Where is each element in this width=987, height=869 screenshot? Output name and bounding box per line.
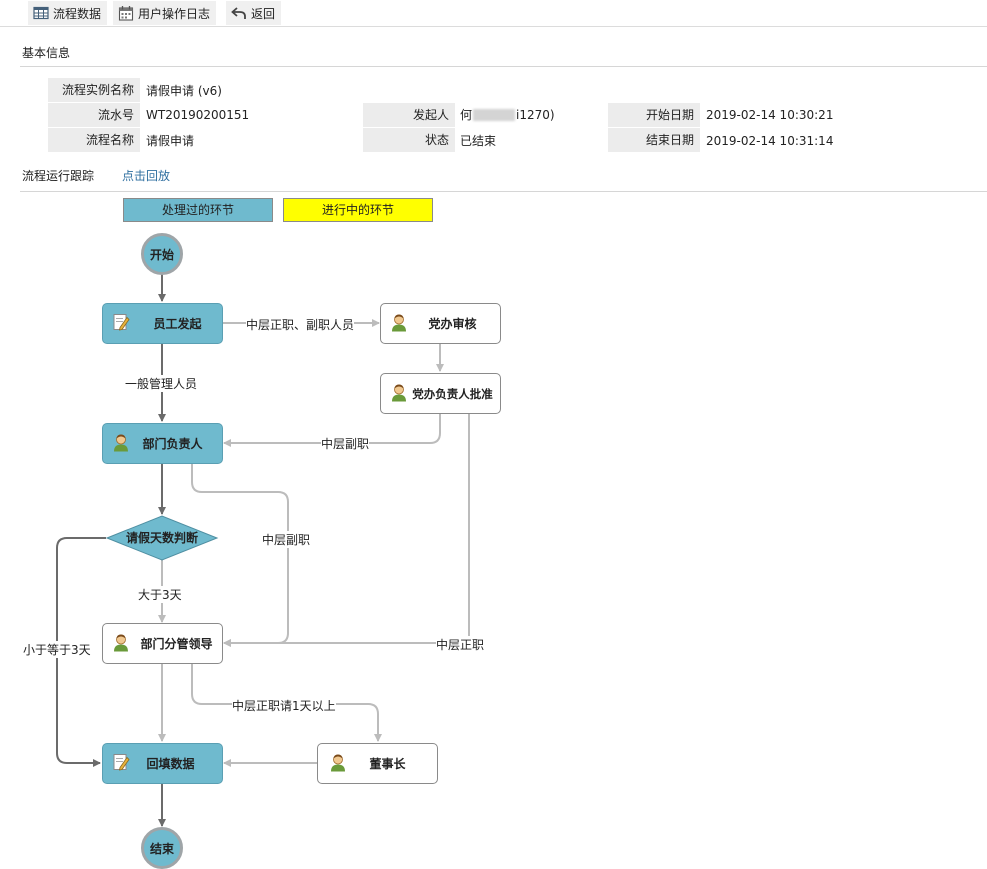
toolbar: 流程数据 用户操作日志 返回	[0, 0, 987, 27]
replay-link[interactable]: 点击回放	[122, 169, 171, 183]
edge-label-mid-chief-over-1: 中层正职请1天以上	[232, 697, 336, 714]
flow-data-button[interactable]: 流程数据	[28, 1, 108, 25]
edge-label-mid-level: 中层正职、副职人员	[246, 316, 355, 333]
node-staff-start[interactable]: 员工发起	[102, 303, 223, 344]
node-fill-back-label: 回填数据	[146, 757, 195, 771]
serial-value: WT20190200151	[146, 108, 250, 122]
start-label: 开始	[149, 247, 174, 262]
edge-label-le-3: 小于等于3天	[23, 641, 91, 658]
node-fill-back[interactable]: 回填数据	[102, 743, 223, 784]
end-date-value: 2019-02-14 10:31:14	[706, 134, 834, 148]
user-icon	[389, 382, 409, 405]
calendar-icon	[118, 6, 134, 21]
end-label: 结束	[149, 841, 174, 856]
edge-label-mid-chief: 中层正职	[436, 636, 485, 653]
end-date-label: 结束日期	[608, 128, 700, 152]
back-arrow-icon	[231, 7, 246, 19]
node-party-review[interactable]: 党办审核	[380, 303, 501, 344]
node-dept-head[interactable]: 部门负责人	[102, 423, 223, 464]
table-icon	[33, 6, 49, 20]
back-label: 返回	[251, 6, 276, 21]
node-chairman-label: 董事长	[369, 757, 406, 771]
edge-label-mid-deputy-a: 中层副职	[321, 435, 370, 452]
redacted-block	[473, 109, 516, 121]
flow-name-value: 请假申请	[146, 134, 195, 148]
edit-document-icon	[111, 752, 131, 775]
legend-in-progress: 进行中的环节	[283, 198, 433, 222]
tracking-title: 流程运行跟踪	[22, 169, 95, 183]
node-party-review-label: 党办审核	[428, 317, 477, 331]
node-staff-start-label: 员工发起	[153, 317, 202, 331]
edit-document-icon	[111, 312, 131, 335]
node-party-head-approve-label: 党办负责人批准	[412, 386, 493, 401]
initiator-tail: i1270)	[516, 108, 555, 122]
initiator-value: 何 i1270)	[460, 103, 555, 127]
start-date-value: 2019-02-14 10:30:21	[706, 108, 834, 122]
node-dept-leader-label: 部门分管领导	[140, 637, 213, 651]
node-party-head-approve[interactable]: 党办负责人批准	[380, 373, 501, 414]
serial-label: 流水号	[48, 103, 140, 127]
node-dept-head-label: 部门负责人	[142, 437, 203, 451]
instance-name-label: 流程实例名称	[48, 78, 140, 102]
user-icon	[111, 632, 131, 655]
user-icon	[328, 752, 348, 775]
back-button[interactable]: 返回	[226, 1, 282, 25]
judge-diamond	[105, 515, 219, 561]
flow-name-label: 流程名称	[48, 128, 140, 152]
flow-data-label: 流程数据	[53, 6, 102, 21]
edge-label-mid-deputy-b: 中层副职	[262, 531, 311, 548]
start-node[interactable]: 开始	[141, 233, 183, 275]
status-value: 已结束	[460, 134, 497, 148]
edge-label-over-3: 大于3天	[138, 586, 182, 603]
divider	[20, 191, 987, 192]
node-dept-leader[interactable]: 部门分管领导	[102, 623, 223, 664]
start-date-label: 开始日期	[608, 103, 700, 127]
status-label: 状态	[363, 128, 455, 152]
initiator-label: 发起人	[363, 103, 455, 127]
end-node[interactable]: 结束	[141, 827, 183, 869]
edge-label-general-staff: 一般管理人员	[125, 375, 198, 392]
node-leave-days-judge-label[interactable]: 请假天数判断	[125, 531, 198, 545]
op-log-button[interactable]: 用户操作日志	[113, 1, 217, 25]
op-log-label: 用户操作日志	[138, 6, 211, 21]
edge-partyhead-depthead	[223, 413, 441, 447]
node-chairman[interactable]: 董事长	[317, 743, 438, 784]
basic-info-title: 基本信息	[22, 46, 71, 60]
edge-depthead-deptleader	[191, 463, 289, 647]
legend-done: 处理过的环节	[123, 198, 273, 222]
divider	[20, 66, 987, 67]
user-icon	[111, 432, 131, 455]
user-icon	[389, 312, 409, 335]
instance-name-value: 请假申请 (v6)	[146, 84, 222, 98]
initiator-name: 何	[460, 108, 473, 122]
